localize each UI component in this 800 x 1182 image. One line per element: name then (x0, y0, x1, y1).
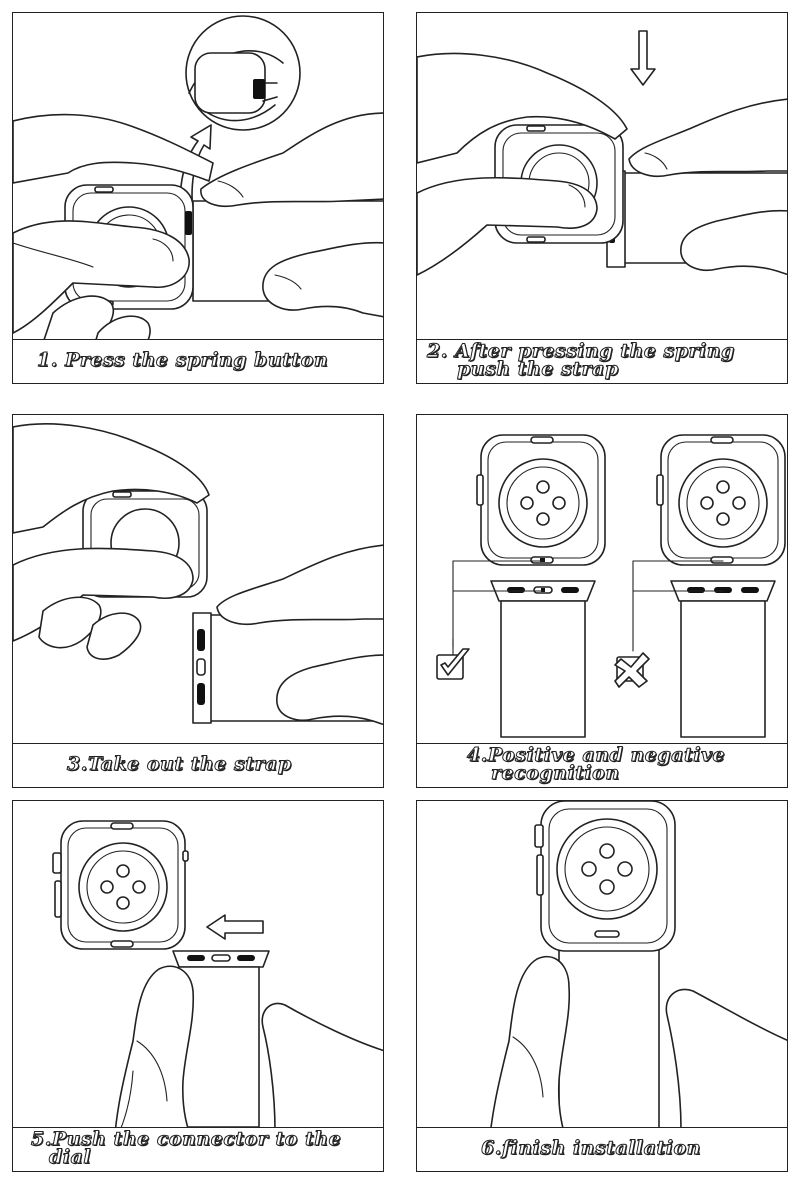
step-2-caption-line1: 2. After pressing the spring (427, 340, 735, 363)
step-6-panel: 6.finish installation (416, 800, 788, 1172)
step-3-caption: 3.Take out the strap (13, 743, 383, 787)
step-6-illustration (417, 801, 787, 1171)
left-hand (13, 424, 209, 659)
zoom-inset (186, 16, 300, 130)
step-3-panel: 3.Take out the strap (12, 414, 384, 788)
step-4-caption-line2: recognition (491, 762, 620, 785)
watch-body (53, 821, 188, 949)
watch-correct (453, 435, 605, 737)
step-4-caption-line1: 4.Positive and negative (466, 744, 726, 767)
step-1-panel: 1. Press the spring button (12, 12, 384, 384)
left-hand (417, 54, 627, 275)
step-5-panel: 5.Push the connector to the dial (12, 800, 384, 1172)
check-box-icon (437, 649, 469, 679)
curved-arrow-up-icon (180, 125, 211, 213)
step-5-illustration (13, 801, 383, 1171)
right-hand (217, 545, 383, 725)
left-hand (13, 115, 213, 370)
right-hand (666, 989, 787, 1171)
step-5-caption-line2: dial (48, 1146, 92, 1169)
right-hand (629, 99, 787, 275)
step-3-caption-text: 3.Take out the strap (67, 753, 292, 776)
step-2-illustration (417, 13, 787, 384)
step-1-illustration (13, 13, 383, 384)
cross-box-icon (615, 653, 649, 687)
step-4-illustration (417, 415, 788, 788)
arrow-down-icon (631, 31, 655, 85)
watch-body (535, 801, 675, 951)
step-2-caption: 2. After pressing the spring push the st… (417, 339, 787, 383)
step-2-caption-line2: push the strap (457, 358, 619, 381)
watch-wrong (633, 435, 785, 737)
step-1-caption-text: 1. Press the spring button (36, 349, 329, 372)
left-hand (487, 957, 585, 1171)
step-6-caption-text: 6.finish installation (481, 1137, 701, 1160)
step-5-caption: 5.Push the connector to the dial (13, 1127, 383, 1171)
step-3-illustration (13, 415, 383, 788)
step-4-panel: 4.Positive and negative recognition (416, 414, 788, 788)
step-2-panel: 2. After pressing the spring push the st… (416, 12, 788, 384)
arrow-left-icon (207, 915, 263, 939)
right-hand (201, 113, 383, 317)
step-6-caption: 6.finish installation (417, 1127, 787, 1171)
step-4-caption: 4.Positive and negative recognition (417, 743, 787, 787)
step-5-caption-line1: 5.Push the connector to the (30, 1128, 342, 1151)
left-hand (109, 966, 213, 1171)
step-1-caption: 1. Press the spring button (13, 339, 383, 383)
